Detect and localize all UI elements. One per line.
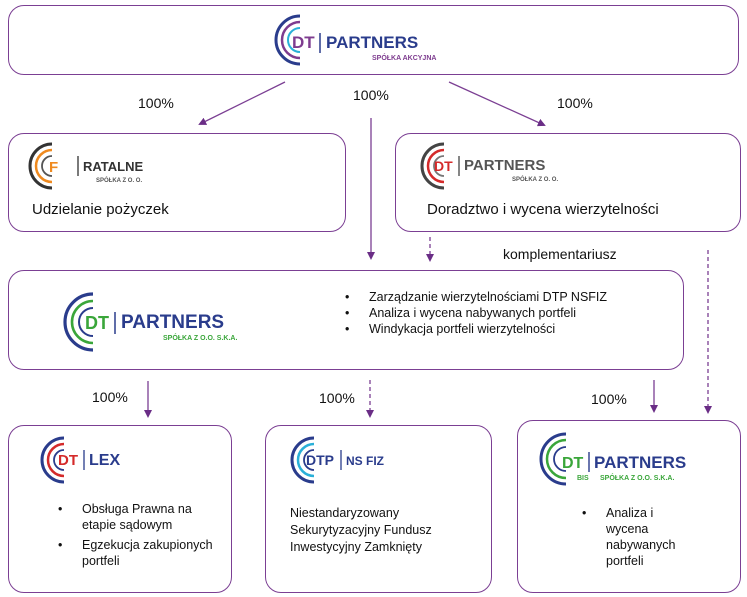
percent-top-center: 100% <box>353 87 389 103</box>
swirl-icon <box>63 292 94 352</box>
lex-bullet-list: Obsługa Prawna na etapie sądowym Egzekuc… <box>56 501 226 569</box>
dt-lex-logo: DT LEX <box>40 436 120 484</box>
swirl-icon <box>420 142 445 190</box>
dt-partners-bis-logo: DT PARTNERS BIS SPÓŁKA Z O.O. S.K.A. <box>539 432 686 486</box>
logo-name: PARTNERS <box>121 312 224 333</box>
percent-top-left: 100% <box>138 95 174 111</box>
percent-mid-right: 100% <box>591 391 627 407</box>
list-item: Obsługa Prawna na etapie sądowym <box>56 501 226 533</box>
logo-mark: F <box>49 159 58 176</box>
logo-prefix: BIS <box>577 475 589 482</box>
logo-name: PARTNERS <box>594 453 686 472</box>
dtp-zoo-box <box>395 133 741 232</box>
dt-partners-ska-logo: DT PARTNERS SPÓŁKA Z O.O. S.K.A. <box>63 292 237 352</box>
logo-sub: SPÓŁKA Z O. O. <box>512 175 558 183</box>
ratalne-box <box>8 133 346 232</box>
dtp-nsfiz-logo: DTP NS FIZ <box>290 436 384 484</box>
ratalne-logo: F RATALNE SPÓŁKA Z O. O. <box>28 142 144 190</box>
bis-bullet-list: Analiza i wycena nabywanych portfeli <box>580 505 690 569</box>
top-company-box <box>8 5 739 75</box>
logo-sub: SPÓŁKA Z O.O. S.K.A. <box>600 473 674 482</box>
ska-bullet-list: Zarządzanie wierzytelnościami DTP NSFIZ … <box>343 289 633 337</box>
komplementariusz-label: komplementariusz <box>503 246 617 262</box>
ratalne-caption: Udzielanie pożyczek <box>32 201 169 218</box>
list-item: Zarządzanie wierzytelnościami DTP NSFIZ <box>343 289 633 305</box>
arrow-top-to-ratalne <box>198 81 286 125</box>
logo-mark: DT <box>85 313 109 333</box>
logo-sub: SPÓŁKA AKCYJNA <box>372 53 436 62</box>
arrow-top-to-dtp-zoo <box>448 81 546 127</box>
dtp-zoo-caption: Doradztwo i wycena wierzytelności <box>427 201 659 218</box>
logo-mark: DT <box>434 158 453 174</box>
nsfiz-box <box>265 425 492 593</box>
logo-mark: DT <box>562 455 584 472</box>
list-item: Windykacja portfeli wierzytelności <box>343 321 633 337</box>
nsfiz-description: Niestandaryzowany Sekurytyzacyjny Fundus… <box>290 505 432 556</box>
logo-name: PARTNERS <box>326 33 418 52</box>
swirl-icon <box>274 14 301 66</box>
text-line: Inwestycyjny Zamknięty <box>290 540 422 554</box>
logo-sub: SPÓŁKA Z O. O. <box>96 176 142 184</box>
logo-mark: DTP <box>306 452 334 468</box>
list-item: Egzekucja zakupionych portfeli <box>56 537 226 569</box>
logo-sub: SPÓŁKA Z O.O. S.K.A. <box>163 333 237 342</box>
logo-mark: DT <box>292 33 315 52</box>
logo-name: LEX <box>89 452 120 469</box>
list-item: Analiza i wycena nabywanych portfeli <box>580 505 690 569</box>
swirl-icon <box>40 436 65 484</box>
text-line: Niestandaryzowany <box>290 506 400 520</box>
logo-mark: DT <box>58 452 78 469</box>
logo-name: PARTNERS <box>464 157 545 174</box>
text-line: Sekurytyzacyjny Fundusz <box>290 523 432 537</box>
dt-partners-sa-logo: DT PARTNERS SPÓŁKA AKCYJNA <box>274 14 436 66</box>
swirl-icon <box>539 432 567 486</box>
logo-name: NS FIZ <box>346 454 384 468</box>
logo-name: RATALNE <box>83 159 144 174</box>
swirl-icon <box>290 436 315 484</box>
percent-mid-left: 100% <box>92 389 128 405</box>
percent-top-right: 100% <box>557 95 593 111</box>
swirl-icon <box>28 142 53 190</box>
percent-mid-center: 100% <box>319 390 355 406</box>
dt-partners-zoo-logo: DT PARTNERS SPÓŁKA Z O. O. <box>420 142 558 190</box>
list-item: Analiza i wycena nabywanych portfeli <box>343 305 633 321</box>
